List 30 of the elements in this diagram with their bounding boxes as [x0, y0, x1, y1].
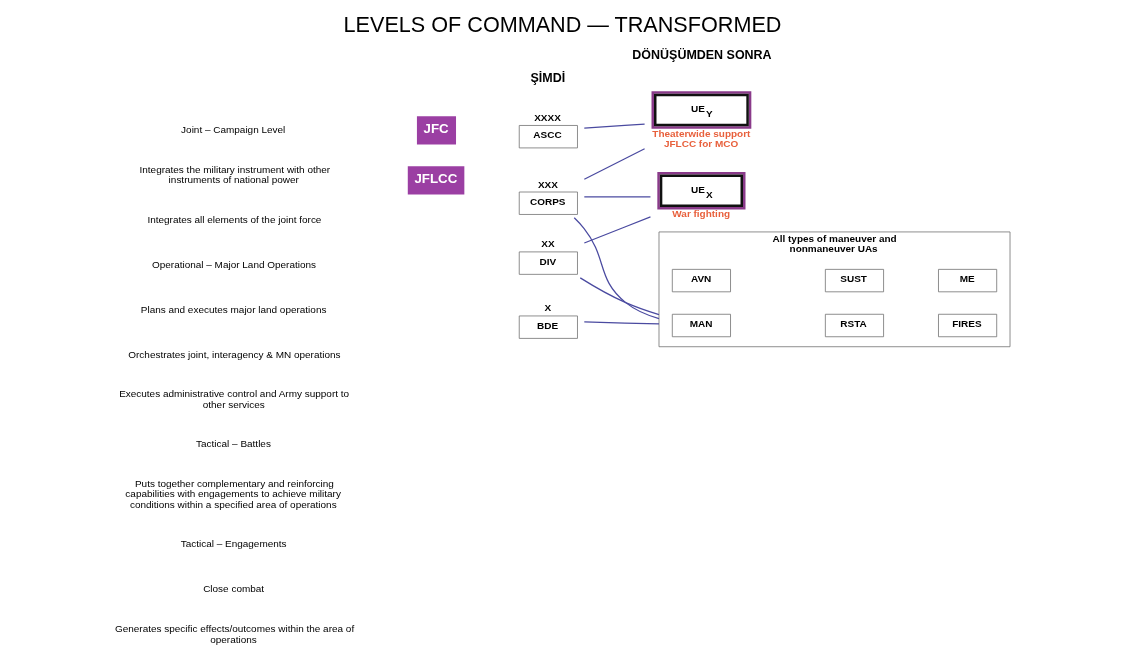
- diagram-title: LEVELS OF COMMAND — TRANSFORMED: [343, 12, 781, 38]
- node-box: JFLCC: [407, 166, 464, 195]
- label: ŞİMDİ: [529, 70, 565, 85]
- label: DÖNÜŞÜMDEN SONRA: [631, 48, 772, 63]
- label: Integrates all elements of the joint force: [146, 213, 321, 225]
- label: Integrates the military instrument with other instruments of national power: [139, 163, 330, 186]
- connector: [583, 216, 651, 244]
- label: Plans and executes major land operations: [140, 303, 326, 315]
- node-label: XX: [540, 238, 555, 250]
- connector: [583, 196, 651, 198]
- connector: [583, 321, 660, 325]
- connector: [583, 123, 645, 129]
- label: Puts together complementary and reinforcing capabilities with engagements to achieve military conditions within a specified area of operations: [124, 477, 341, 511]
- node-label: XXXX: [533, 111, 561, 123]
- connector: [579, 277, 660, 316]
- label: Tactical – Battles: [195, 438, 271, 450]
- node-label: X: [544, 302, 551, 314]
- label: Close combat: [202, 583, 264, 595]
- label: Orchestrates joint, interagency & MN operations: [127, 348, 341, 360]
- node-label: War fighting: [671, 208, 730, 220]
- connector: [583, 148, 645, 180]
- node-label: XXX: [537, 178, 558, 190]
- node-label: Theaterwide support JFLCC for MCO: [651, 127, 750, 149]
- label: Executes administrative control and Army support to other services: [118, 388, 349, 410]
- label: Operational – Major Land Operations: [151, 258, 316, 270]
- connector: [573, 217, 660, 320]
- label: Generates specific effects/outcomes within the area of operations: [114, 622, 354, 645]
- node-box: JFC: [416, 116, 456, 145]
- label: Tactical – Engagements: [180, 538, 287, 550]
- label: Joint – Campaign Level: [180, 124, 285, 136]
